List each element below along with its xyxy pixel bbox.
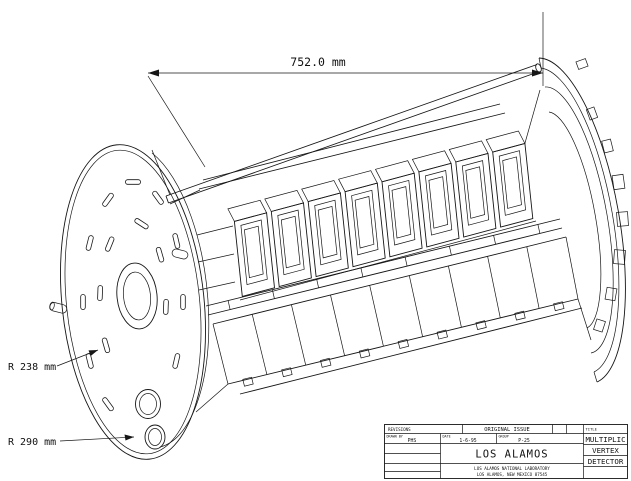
- alignment-pegs: [49, 248, 189, 314]
- drawn-value: PHS: [408, 438, 417, 444]
- date-value: 1-6-95: [459, 438, 476, 444]
- right-end-plate: [538, 57, 629, 383]
- title-line-1: MULTIPLIC: [585, 435, 625, 444]
- barrel-shell: [151, 89, 592, 413]
- hub-opening: [116, 262, 158, 330]
- radius-290-label: R 290 mm: [8, 437, 56, 448]
- group-label: GROUP: [499, 435, 509, 439]
- revisions-header: REVISIONS: [388, 427, 411, 432]
- group-value: P-25: [518, 438, 530, 444]
- drawn-label: DRAWN BY: [387, 435, 403, 439]
- leader-r238: R 238 mm: [8, 349, 99, 373]
- dimension-label: 752.0 mm: [290, 55, 345, 69]
- title-block: REVISIONS ORIGINAL ISSUE DRAWN BY PHS DA…: [384, 424, 628, 479]
- left-end-plate: [49, 144, 210, 460]
- title-line-2: VERTEX: [592, 446, 619, 455]
- address-line-1: LOS ALAMOS NATIONAL LABORATORY: [474, 466, 550, 471]
- radius-238-label: R 238 mm: [8, 362, 56, 373]
- slot-pattern: [80, 179, 186, 412]
- leader-r290: R 290 mm: [8, 434, 135, 448]
- mounting-holes: [135, 389, 166, 450]
- title-line-3: DETECTOR: [588, 457, 624, 466]
- bottom-panel-row: [212, 236, 583, 395]
- company-name: LOS ALAMOS: [475, 449, 548, 461]
- detector-modules: [227, 130, 534, 297]
- address-line-2: LOS ALAMOS, NEW MEXICO 87545: [477, 472, 548, 477]
- dimension-annotation: 752.0 mm: [147, 12, 544, 168]
- support-rod: [165, 63, 542, 204]
- date-label: DATE: [443, 435, 451, 439]
- title-label: TITLE: [586, 427, 598, 432]
- revision-note: ORIGINAL ISSUE: [484, 427, 529, 433]
